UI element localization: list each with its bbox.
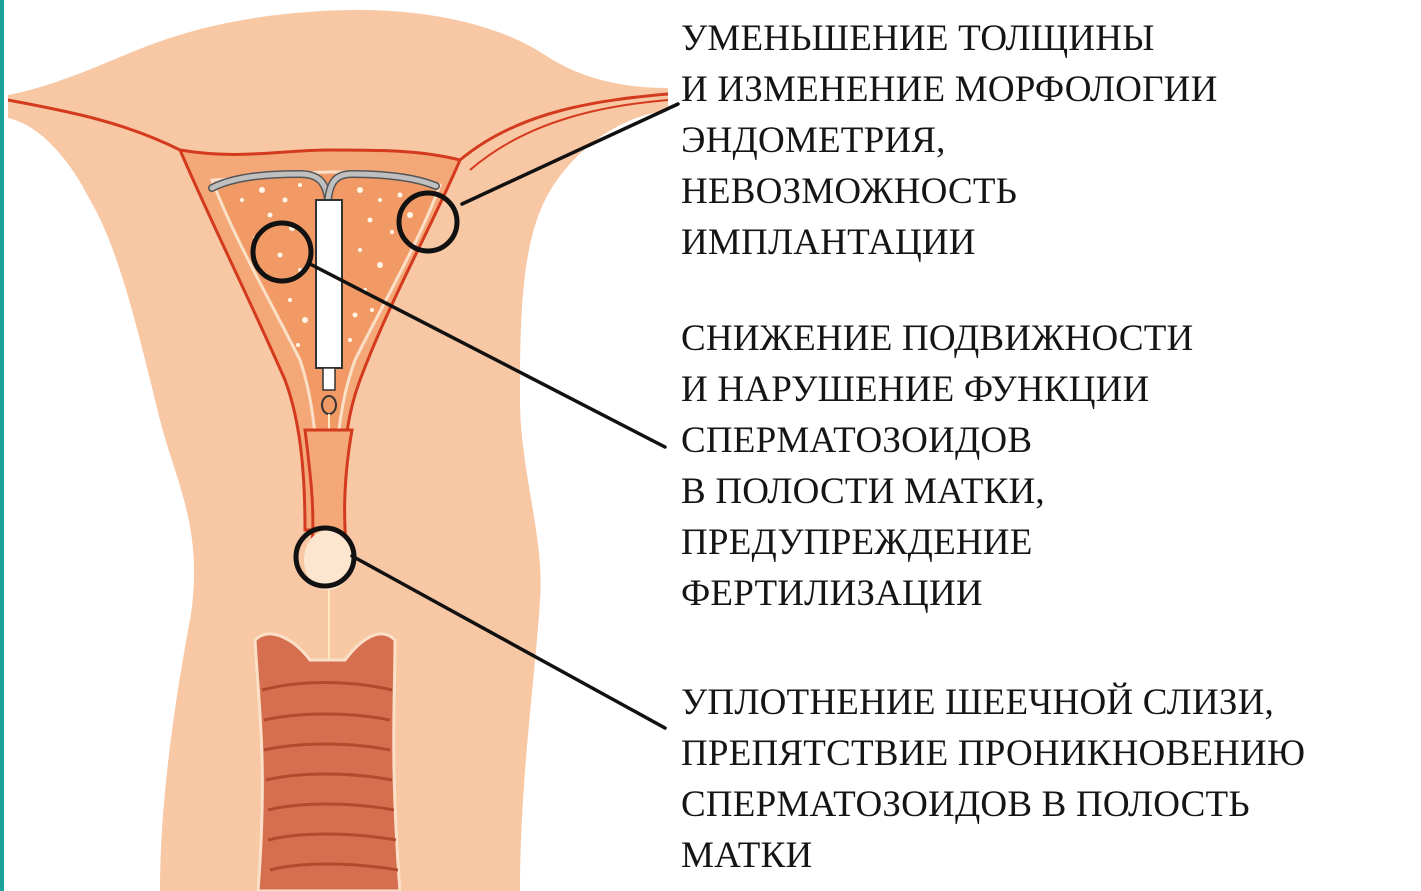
callout-line: ИМПЛАНТАЦИИ xyxy=(681,217,1218,268)
callout-line: СПЕРМАТОЗОИДОВ В ПОЛОСТЬ xyxy=(681,779,1305,830)
callout-line: СПЕРМАТОЗОИДОВ xyxy=(681,415,1193,466)
callout-line: ЭНДОМЕТРИЯ, xyxy=(681,115,1218,166)
callout-cervix: УПЛОТНЕНИЕ ШЕЕЧНОЙ СЛИЗИ, ПРЕПЯТСТВИЕ ПР… xyxy=(681,677,1305,881)
callout-line: СНИЖЕНИЕ ПОДВИЖНОСТИ xyxy=(681,313,1193,364)
callout-line: В ПОЛОСТИ МАТКИ, xyxy=(681,466,1193,517)
callout-line: УМЕНЬШЕНИЕ ТОЛЩИНЫ xyxy=(681,13,1218,64)
callout-line: НЕВОЗМОЖНОСТЬ xyxy=(681,166,1218,217)
callout-line: ФЕРТИЛИЗАЦИИ xyxy=(681,568,1193,619)
callout-line: УПЛОТНЕНИЕ ШЕЕЧНОЙ СЛИЗИ, xyxy=(681,677,1305,728)
callout-endometrium: УМЕНЬШЕНИЕ ТОЛЩИНЫ И ИЗМЕНЕНИЕ МОРФОЛОГИ… xyxy=(681,13,1218,268)
callout-line: ПРЕПЯТСТВИЕ ПРОНИКНОВЕНИЮ xyxy=(681,728,1305,779)
callout-sperm: СНИЖЕНИЕ ПОДВИЖНОСТИ И НАРУШЕНИЕ ФУНКЦИИ… xyxy=(681,313,1193,619)
vaginal-canal xyxy=(255,634,400,891)
callout-line: И ИЗМЕНЕНИЕ МОРФОЛОГИИ xyxy=(681,64,1218,115)
callout-line: И НАРУШЕНИЕ ФУНКЦИИ xyxy=(681,364,1193,415)
callout-line: МАТКИ xyxy=(681,830,1305,881)
callout-line: ПРЕДУПРЕЖДЕНИЕ xyxy=(681,517,1193,568)
